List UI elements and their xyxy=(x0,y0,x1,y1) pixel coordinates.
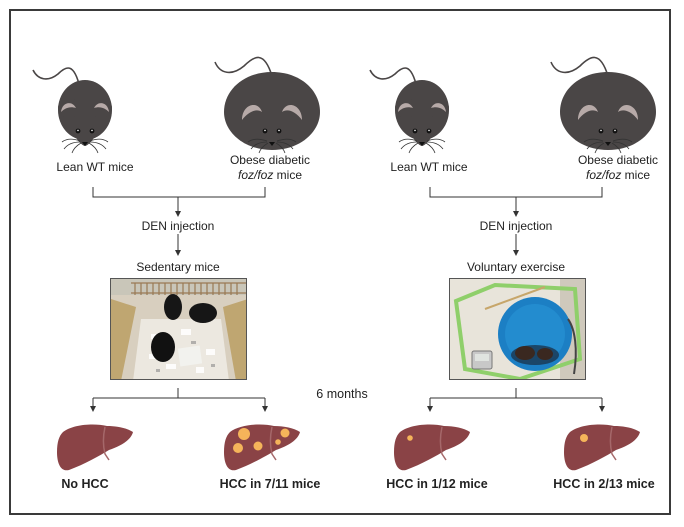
right-bottom-fork xyxy=(429,388,603,408)
lean-mouse-icon xyxy=(32,67,112,154)
liver-icon-hcc-2-13 xyxy=(564,424,640,471)
exercise-wheel-photo xyxy=(449,278,586,380)
genotype-label: foz/foz xyxy=(237,168,274,182)
tumor-spots xyxy=(233,428,290,453)
left-obese-label-line1: Obese diabetic xyxy=(229,153,311,167)
outcome-hcc-2-13: HCC in 2/13 mice xyxy=(553,477,655,491)
right-obese-label-line1: Obese diabetic xyxy=(577,153,659,167)
outcome-hcc-7-11: HCC in 7/11 mice xyxy=(219,477,321,491)
outcome-no-hcc: No HCC xyxy=(61,477,109,491)
mice-label: mice xyxy=(621,168,651,182)
duration-label: 6 months xyxy=(316,387,368,401)
liver-icon-no-hcc xyxy=(57,424,133,471)
genotype-label: foz/foz xyxy=(585,168,622,182)
diagram-frame xyxy=(9,9,671,515)
sedentary-cage-photo xyxy=(110,278,247,380)
liver-icon-hcc-1-12 xyxy=(394,424,470,471)
right-obese-label-line2: foz/foz mice xyxy=(563,168,673,183)
left-condition-label: Sedentary mice xyxy=(136,260,220,274)
left-obese-label-line2: foz/foz mice xyxy=(215,168,325,183)
tumor-spot xyxy=(407,435,413,441)
tumor-spot xyxy=(580,434,588,442)
right-lean-label: Lean WT mice xyxy=(390,160,468,174)
left-top-bracket xyxy=(92,187,266,198)
mice-label: mice xyxy=(273,168,303,182)
obese-mouse-icon xyxy=(550,56,656,154)
right-condition-label: Voluntary exercise xyxy=(466,260,566,274)
lean-mouse-icon xyxy=(369,67,449,154)
right-den-injection-label: DEN injection xyxy=(479,219,553,233)
left-bottom-fork xyxy=(92,388,266,408)
left-lean-label: Lean WT mice xyxy=(56,160,134,174)
left-den-injection-label: DEN injection xyxy=(141,219,215,233)
left-obese-label: Obese diabetic foz/foz mice xyxy=(215,153,325,183)
obese-mouse-icon xyxy=(214,56,320,154)
outcome-hcc-1-12: HCC in 1/12 mice xyxy=(386,477,488,491)
liver-icon-hcc-7-11 xyxy=(224,424,300,471)
right-top-bracket xyxy=(429,187,603,198)
right-obese-label: Obese diabetic foz/foz mice xyxy=(563,153,673,183)
